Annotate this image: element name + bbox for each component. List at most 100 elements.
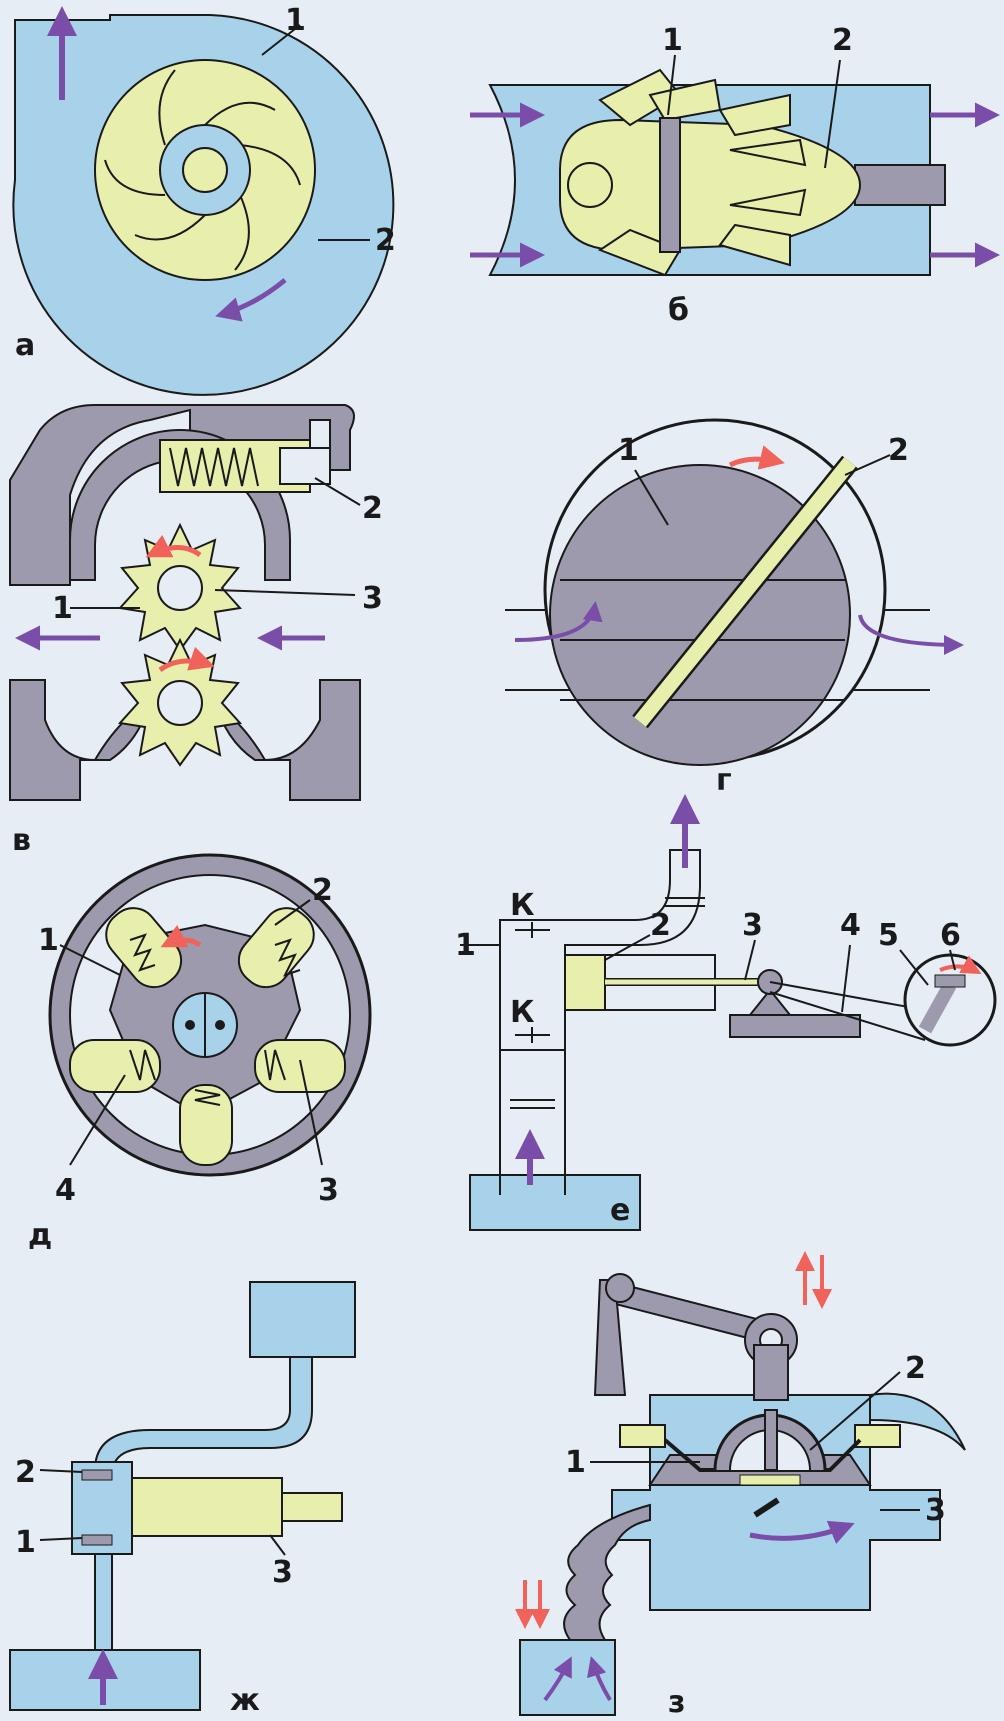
crank-block [934, 974, 966, 988]
valve-disc-upper [81, 1469, 113, 1481]
gear-lower-hub [157, 680, 203, 726]
panel-e-piston-pump: К К 1 2 3 4 5 6 е [455, 794, 997, 1231]
callout-a-2: 2 [375, 223, 396, 258]
callout-a-1: 1 [285, 3, 306, 38]
callout-g-2: 2 [888, 433, 909, 468]
leader-g-2 [844, 454, 891, 476]
callout-zh-3: 3 [272, 1555, 293, 1590]
clamp-right [854, 1424, 901, 1448]
hub-port-left [185, 1020, 195, 1030]
arrow-gear-upper-rotation [145, 534, 202, 558]
leader-d-1 [59, 944, 121, 976]
arrow-rotation-flow [215, 278, 287, 322]
upper-tank [249, 1281, 356, 1358]
valve-cap [279, 447, 331, 485]
sump-tank [469, 1174, 641, 1231]
diaphragm-rod [764, 1409, 778, 1471]
callout-v-2: 2 [362, 491, 383, 526]
hub-port-right [215, 1020, 225, 1030]
panel-g-vane-pump: 1 2 г [505, 418, 964, 798]
leader-a-1 [261, 24, 301, 56]
leader-g-1 [634, 469, 669, 526]
callout-z-1: 1 [565, 1445, 586, 1480]
leader-zh-3 [269, 1534, 286, 1556]
connecting-rod-bottom [769, 991, 926, 1041]
lower-reservoir [519, 1639, 616, 1716]
arrow-diaphragm-out [749, 1520, 855, 1545]
pump-body-pipes [499, 849, 701, 1195]
leader-d-2 [274, 899, 311, 926]
leader-e-3 [744, 939, 756, 981]
callout-d-2: 2 [312, 873, 333, 908]
valve-disc-lower [81, 1534, 113, 1546]
panel-letter-g: г [716, 763, 732, 798]
callout-b-2: 2 [832, 23, 853, 58]
piston-springs [129, 933, 301, 1106]
callout-e-2: 2 [650, 908, 671, 943]
arrow-gear-lower-rotation [158, 646, 215, 673]
callout-e-5: 5 [878, 918, 899, 953]
leader-e-4 [841, 944, 851, 1013]
diaphragm-valve [739, 1474, 801, 1486]
panel-b-axial-pump: 1 2 б [470, 23, 1000, 328]
callout-z-3: 3 [925, 1493, 946, 1528]
panel-letter-d: д [28, 1218, 52, 1253]
outlet-flap [753, 1497, 780, 1518]
leader-z-2 [809, 1371, 901, 1451]
panel-letter-z: з [668, 1685, 685, 1720]
clamp-left [619, 1424, 666, 1448]
leader-b-1 [667, 54, 676, 116]
arrow-vane-in [514, 601, 603, 642]
jet-nozzle-tip [281, 1492, 343, 1522]
callout-e-3: 3 [742, 908, 763, 943]
callout-e-4: 4 [840, 908, 861, 943]
callout-e-6: 6 [940, 918, 961, 953]
valve-label-k-upper: К [510, 888, 535, 923]
panel-letter-a: а [15, 328, 35, 363]
lever-stem [753, 1344, 789, 1401]
relief-valve-spring [169, 447, 259, 487]
leader-v-2 [314, 477, 361, 506]
jet-nozzle-body [131, 1477, 283, 1537]
leader-zh-2 [39, 1469, 83, 1473]
gear-upper-hub [157, 565, 203, 611]
callout-zh-1: 1 [15, 1525, 36, 1560]
outlet-curve [869, 1392, 966, 1451]
crank-arm [918, 981, 957, 1034]
leader-b-2 [824, 59, 841, 169]
panel-letter-b: б [668, 293, 689, 328]
arrow-reservoir-in-2 [587, 1656, 612, 1702]
axial-blades [597, 68, 807, 277]
panel-v-gear-pump: 1 2 3 в [9, 404, 383, 858]
hub-eye [567, 162, 613, 208]
leader-d-4 [69, 1074, 126, 1166]
callout-d-3: 3 [318, 1173, 339, 1208]
callout-e-1: 1 [455, 928, 476, 963]
crosshead-base [729, 1014, 861, 1038]
connecting-rod-top [769, 981, 926, 1011]
panel-a-centrifugal-pump: 1 2 а [12, 3, 396, 396]
callout-d-1: 1 [38, 923, 59, 958]
arrow-vane-out [858, 614, 964, 655]
callout-d-4: 4 [55, 1173, 76, 1208]
arrow-reservoir-in-1 [543, 1656, 572, 1702]
lever-pivot-left [605, 1273, 635, 1303]
leader-zh-1 [39, 1537, 83, 1541]
impeller-blades [104, 69, 301, 271]
callout-zh-2: 2 [15, 1455, 36, 1490]
vane [634, 457, 856, 727]
arrow-vane-rotation [728, 445, 785, 470]
leader-e-5 [899, 949, 929, 986]
callout-z-2: 2 [905, 1351, 926, 1386]
callout-b-1: 1 [662, 23, 683, 58]
panel-letter-v: в [12, 823, 31, 858]
callout-v-3: 3 [362, 581, 383, 616]
leader-v-3 [214, 589, 356, 596]
arrow-crank-rotation [939, 955, 982, 974]
piston-head [564, 954, 606, 1011]
impeller-shaft [182, 147, 228, 193]
callout-v-1: 1 [52, 591, 73, 626]
valve-label-k-lower: К [510, 995, 535, 1030]
leader-e-6 [949, 949, 956, 971]
